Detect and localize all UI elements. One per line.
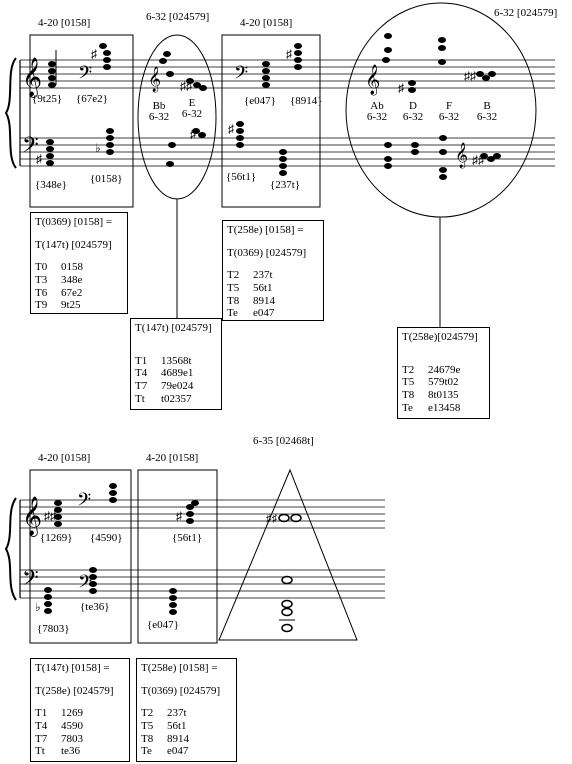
svg-text:♯: ♯ [228,122,234,136]
svg-text:♯: ♯ [91,47,97,61]
triangle-frame [218,468,358,641]
set-label: {te36} [80,601,110,613]
frame-1 [29,34,134,208]
svg-text:♯: ♯ [36,152,42,166]
svg-text:♯: ♯ [190,127,196,141]
svg-text:𝄢: 𝄢 [78,572,92,597]
frame-6 [137,469,218,644]
heading-4-20-a: 4-20 [0158] [38,17,91,29]
set-label: {9t25} [32,93,63,105]
svg-text:♯♯: ♯♯ [44,509,56,523]
brace-system-1 [4,57,17,169]
heading-6-35: 6-35 [02468t] [253,435,314,447]
heading-4-20-c: 4-20 [0158] [38,452,91,464]
set-label: {56t1} [172,532,203,544]
treble-clef-icon: 𝄞 [22,496,42,537]
set-label: {4590} [90,532,123,544]
set-label: {67e2} [76,93,108,105]
svg-text:♭: ♭ [95,141,101,155]
set-label: {7803} [37,623,70,635]
set-label: {348e} [35,179,67,191]
set-label: {e047} [244,95,276,107]
set-label: {e047} [147,619,179,631]
svg-text:𝄞: 𝄞 [148,66,161,92]
set-label: {8914} [290,95,323,107]
frame-3 [221,34,321,208]
heading-4-20-d: 4-20 [0158] [146,452,199,464]
svg-text:♯: ♯ [176,509,182,523]
svg-text:♯♯: ♯♯ [266,513,278,525]
chords-system-1: 𝄢 ♯ ♯ ♭ 𝄞 ♯♯ ♯ 𝄢 ♯ ♯ 𝄞 ♯ ♯♯ 𝄞 ♯♯ [36,33,501,180]
set-label: {56t1} [226,171,257,183]
svg-text:♯: ♯ [286,47,292,61]
heading-4-20-b: 4-20 [0158] [240,17,293,29]
svg-text:𝄢: 𝄢 [78,63,92,88]
oval-2 [345,2,537,218]
svg-text:♯♯: ♯♯ [180,79,192,93]
svg-text:♯♯: ♯♯ [472,153,484,167]
treble-clef-icon: 𝄞 [22,57,42,98]
set-label: {1269} [40,532,73,544]
svg-text:𝄞: 𝄞 [455,142,468,168]
brace-system-2 [4,497,17,601]
set-label: {237t} [270,179,301,191]
frame-5 [29,469,132,644]
staff-lines-system-2 [19,499,385,599]
heading-6-32-a: 6-32 [024579] [146,11,210,23]
svg-text:𝄞: 𝄞 [365,64,380,96]
svg-text:♯: ♯ [398,81,404,95]
set-label: {0158} [90,173,123,185]
svg-text:♭: ♭ [35,600,41,614]
chords-system-2: ♯♯ 𝄢 ♯ ♯♯ ♭ 𝄢 [35,483,302,633]
svg-text:𝄢: 𝄢 [77,490,91,515]
svg-text:𝄢: 𝄢 [234,63,248,88]
heading-6-32-b: 6-32 [024579] [494,7,558,19]
svg-text:♯♯: ♯♯ [464,69,476,83]
